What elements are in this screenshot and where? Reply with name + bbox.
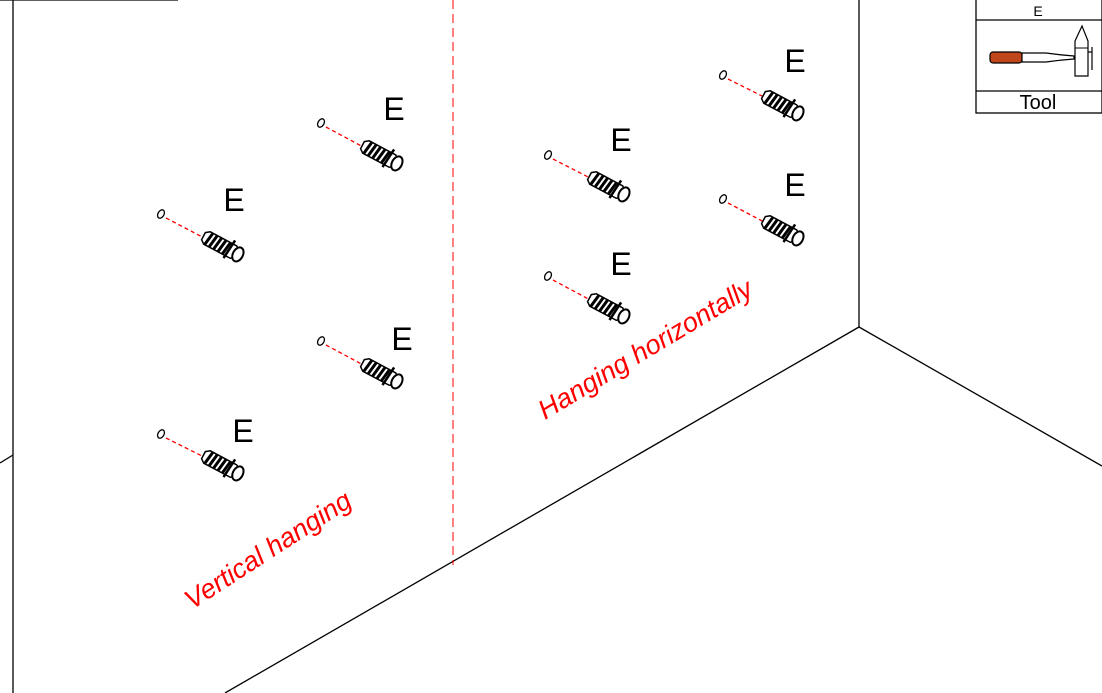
hammer-icon — [989, 24, 1093, 77]
vertical-hanging-label: Vertical hanging — [179, 485, 357, 615]
anchor — [543, 271, 635, 330]
wall-plug-icon — [583, 164, 635, 208]
anchor — [316, 336, 408, 395]
wall-plug-icon — [757, 83, 809, 127]
tool-letter: E — [1033, 3, 1042, 19]
anchor — [156, 429, 249, 487]
horizontal-hanging-label: Hanging horizontally — [533, 273, 759, 425]
anchor-label: E — [223, 182, 244, 218]
anchor-label: E — [232, 413, 253, 449]
anchor-label: E — [784, 43, 805, 79]
tool-caption: Tool — [1020, 92, 1057, 114]
wall-plug-icon — [197, 224, 249, 268]
wall-plug-icon — [356, 133, 408, 177]
wall-plug-icon — [197, 443, 249, 487]
anchor — [543, 150, 635, 208]
anchor-label: E — [391, 321, 412, 357]
anchor-label: E — [610, 246, 631, 282]
anchor — [316, 118, 408, 177]
anchor-label: E — [784, 167, 805, 203]
wall-plug-icon — [356, 351, 408, 395]
wall-plug-icon — [583, 286, 635, 330]
anchor — [718, 70, 809, 127]
anchor-label: E — [610, 122, 631, 158]
anchor-label: E — [383, 91, 404, 127]
anchor — [718, 194, 809, 252]
tool-legend: E Tool — [975, 0, 1102, 114]
wall-plug-icon — [757, 208, 809, 252]
anchor — [156, 209, 249, 268]
